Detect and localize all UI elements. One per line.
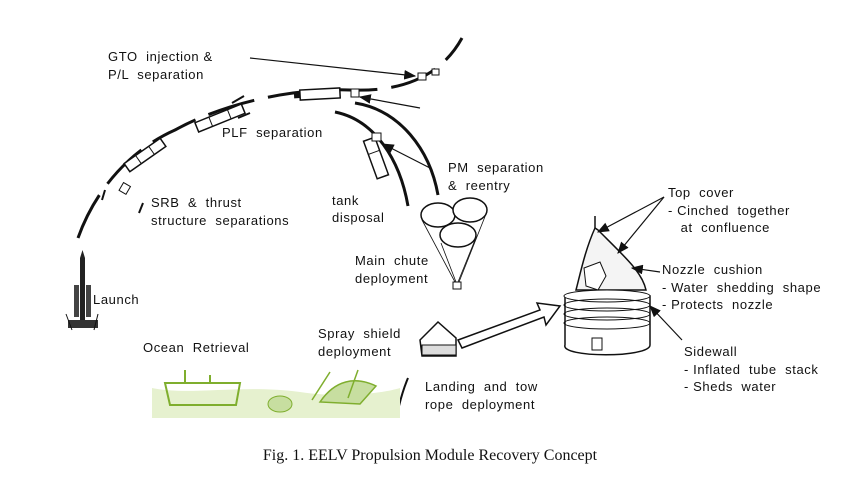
srb-separation-vehicle [123,137,167,173]
detail-arrow [456,302,562,349]
sidewall-pointer [649,305,683,341]
sidewall-label-line3: - Sheds water [684,379,777,394]
spray-label-line1: Spray shield [318,326,401,341]
top-cover-pointer-1 [596,196,665,233]
launch-vehicle [65,250,99,331]
thrust-structure [118,181,132,196]
pm-module-ascent [350,88,360,98]
pm-reentry-module [371,132,382,142]
srb-label-line1: SRB & thrust [151,195,242,210]
ascent-trajectory [76,37,464,239]
landing-label-line2: rope deployment [425,397,536,412]
payload-gto-2 [431,68,440,76]
plf-separation-vehicle [193,103,247,133]
sidewall-label-line1: Sidewall [684,344,738,359]
pm-sep-arrow [381,143,431,169]
disposed-tank [362,136,390,180]
tank-label-line1: tank [332,193,359,208]
plf-half-1 [231,95,245,104]
pm-sep-label-line2: & reentry [448,178,511,193]
top-cover-label-line2: - Cinched together [668,203,790,218]
nozzle-label-line1: Nozzle cushion [662,262,763,277]
srb-debris-1 [101,189,106,201]
upper-stage [293,87,342,101]
tank-label-line2: disposal [332,210,385,225]
nozzle-pointer [630,264,661,275]
main-chute-label-line1: Main chute [355,253,429,268]
pm-reentry-trajectory [354,101,440,196]
payload-gto [417,72,427,81]
gto-label-line1: GTO injection & [108,49,213,64]
nozzle-label-line2: - Water shedding shape [662,280,822,295]
srb-debris-2 [138,202,144,214]
nozzle-label-line3: - Protects nozzle [662,297,774,312]
pm-recovery-detail [563,216,651,356]
top-cover-label-line1: Top cover [668,185,734,200]
pm-sep-label-line1: PM separation [448,160,544,175]
main-chute-label-line2: deployment [355,271,429,286]
top-cover-pointer-2 [617,196,665,254]
ocean-retrieval-scene [152,369,400,418]
gto-arrow [249,57,417,80]
spray-shield-module [419,320,457,357]
top-cover-label-line3: at confluence [668,220,770,235]
gto-label-line2: P/L separation [108,67,204,82]
plf-arrow [358,94,421,109]
plf-half-2 [237,112,251,119]
srb-label-line2: structure separations [151,213,290,228]
plf-label: PLF separation [222,125,323,140]
main-parachutes [420,197,488,290]
spray-label-line2: deployment [318,344,392,359]
sidewall-label-line2: - Inflated tube stack [684,362,819,377]
launch-label: Launch [93,292,140,307]
figure-caption: Fig. 1. EELV Propulsion Module Recovery … [262,447,598,464]
landing-label-line1: Landing and tow [425,379,538,394]
ocean-label: Ocean Retrieval [143,340,250,355]
